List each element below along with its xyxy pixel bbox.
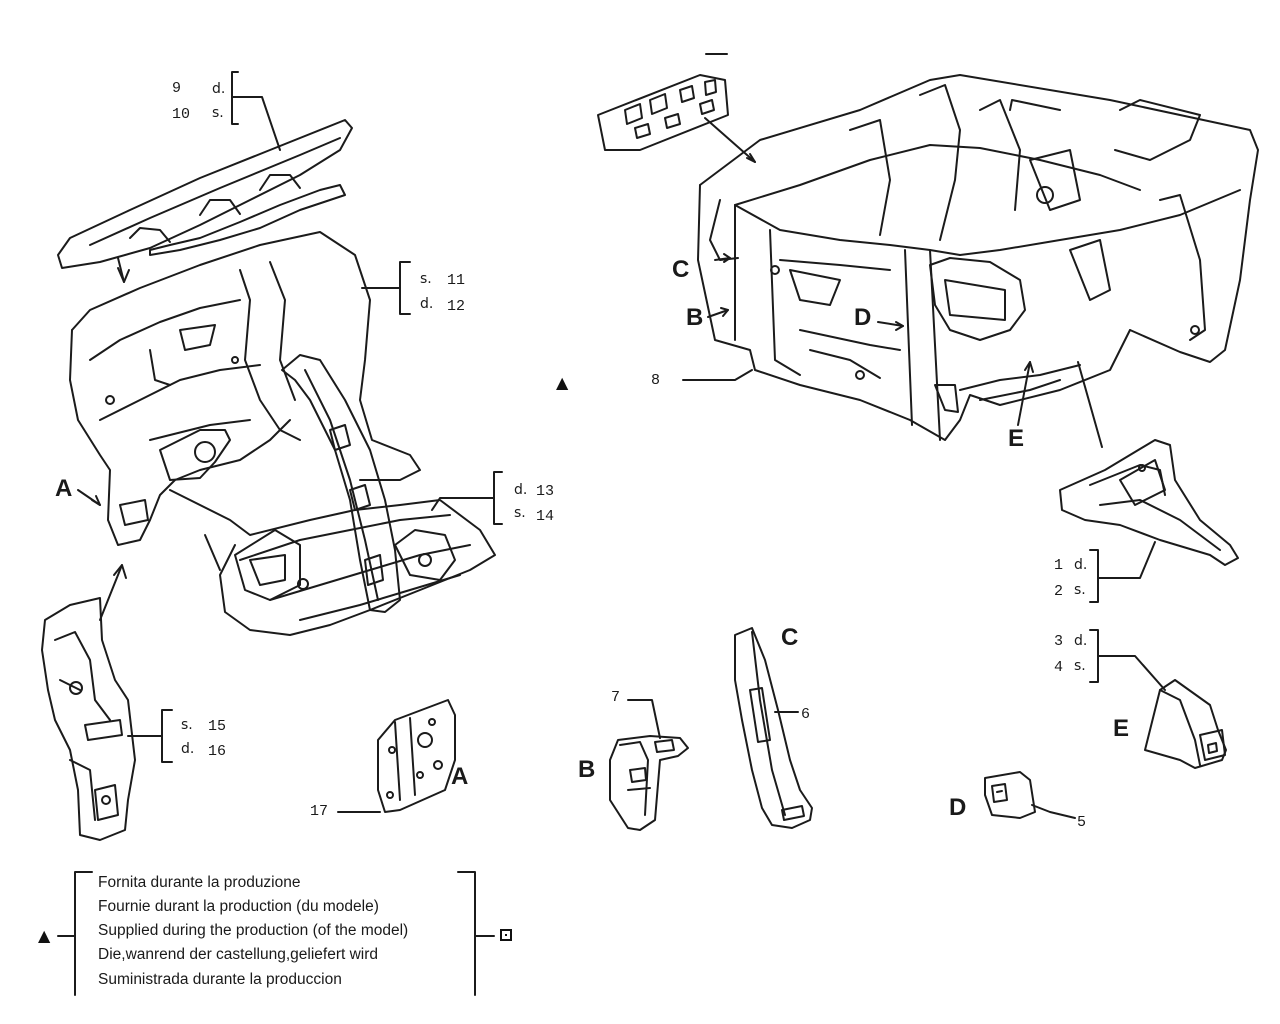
legend-line-fr: Fournie durant la production (du modele)	[98, 898, 379, 915]
callout-C-part: C	[781, 624, 799, 651]
side-label-13: d.	[514, 482, 528, 498]
callout-C-main: C	[672, 256, 690, 283]
legend-line-es: Suministrada durante la produccion	[98, 971, 342, 988]
part-upper-rail	[57, 119, 353, 283]
side-label-1: d.	[1074, 557, 1088, 573]
part-number-13: 13	[536, 483, 555, 500]
legend-box-symbol-icon	[500, 929, 512, 941]
bracket-1-2	[1089, 549, 1099, 603]
leader-1-2	[1077, 361, 1103, 448]
part-number-3: 3	[1054, 633, 1064, 650]
callout-B-main: B	[686, 304, 704, 331]
part-number-4: 4	[1054, 659, 1064, 676]
side-label-11: s.	[420, 271, 432, 287]
part-plate-5	[984, 771, 1036, 819]
bracket-3-4	[1089, 629, 1099, 683]
callout-D-main: D	[854, 304, 872, 331]
part-number-8: 8	[651, 372, 661, 389]
bracket-13-14	[493, 471, 503, 525]
arrow-C	[714, 257, 731, 261]
side-label-14: s.	[514, 505, 526, 521]
triangle-marker-icon: ▲	[556, 373, 569, 392]
bracket-15-16	[161, 709, 173, 763]
part-number-5: 5	[1077, 814, 1087, 831]
callout-A-main: A	[55, 475, 73, 502]
legend-triangle-icon: ▲	[38, 926, 51, 945]
leader-5	[1031, 804, 1076, 819]
side-label-4: s.	[1074, 658, 1086, 674]
callout-E-main: E	[1008, 425, 1025, 452]
leader-7	[627, 699, 661, 739]
side-label-12: d.	[420, 296, 434, 312]
leader-8	[682, 369, 753, 381]
part-number-17: 17	[310, 803, 329, 820]
part-number-12: 12	[447, 298, 466, 315]
side-label-10: s.	[212, 105, 224, 121]
legend-brackets	[57, 871, 495, 996]
part-number-11: 11	[447, 272, 466, 289]
side-label-3: d.	[1074, 633, 1088, 649]
assembly-arrow	[99, 564, 123, 621]
part-bracket-6	[734, 627, 813, 829]
arrow-D	[877, 321, 904, 327]
legend-line-de: Die,wanrend der castellung,geliefert wir…	[98, 946, 379, 963]
side-label-2: s.	[1074, 582, 1086, 598]
arrow-E	[1017, 361, 1031, 426]
part-lower-front-panel	[41, 597, 136, 841]
side-label-15: s.	[181, 717, 193, 733]
part-bracket-1-2	[1059, 439, 1239, 566]
part-number-1: 1	[1054, 557, 1064, 574]
part-left-apron-assembly	[69, 231, 496, 636]
part-number-10: 10	[172, 106, 191, 123]
legend-line-it: Fornita durante la produzione	[98, 874, 301, 891]
part-number-16: 16	[208, 743, 227, 760]
legend-line-en: Supplied during the production (of the m…	[98, 922, 409, 939]
part-number-15: 15	[208, 718, 227, 735]
part-number-2: 2	[1054, 583, 1064, 600]
part-number-9: 9	[172, 80, 182, 97]
part-bracket-17	[377, 699, 456, 813]
arrow-B	[707, 309, 729, 318]
part-bracket-3-4	[1144, 679, 1227, 769]
part-number-6: 6	[801, 706, 811, 723]
side-label-16: d.	[181, 741, 195, 757]
callout-E-part: E	[1113, 715, 1130, 742]
callout-A-part: A	[451, 763, 469, 790]
part-front-body-shell	[697, 74, 1259, 441]
part-bracket-7	[609, 735, 689, 831]
callout-D-part: D	[949, 794, 967, 821]
part-number-14: 14	[536, 508, 555, 525]
part-top-plate	[597, 74, 729, 151]
bracket-11-12	[399, 261, 411, 315]
callout-B-part: B	[578, 756, 596, 783]
leader-top-plate	[704, 117, 756, 163]
side-label-9: d.	[212, 81, 226, 97]
part-number-7: 7	[611, 689, 621, 706]
